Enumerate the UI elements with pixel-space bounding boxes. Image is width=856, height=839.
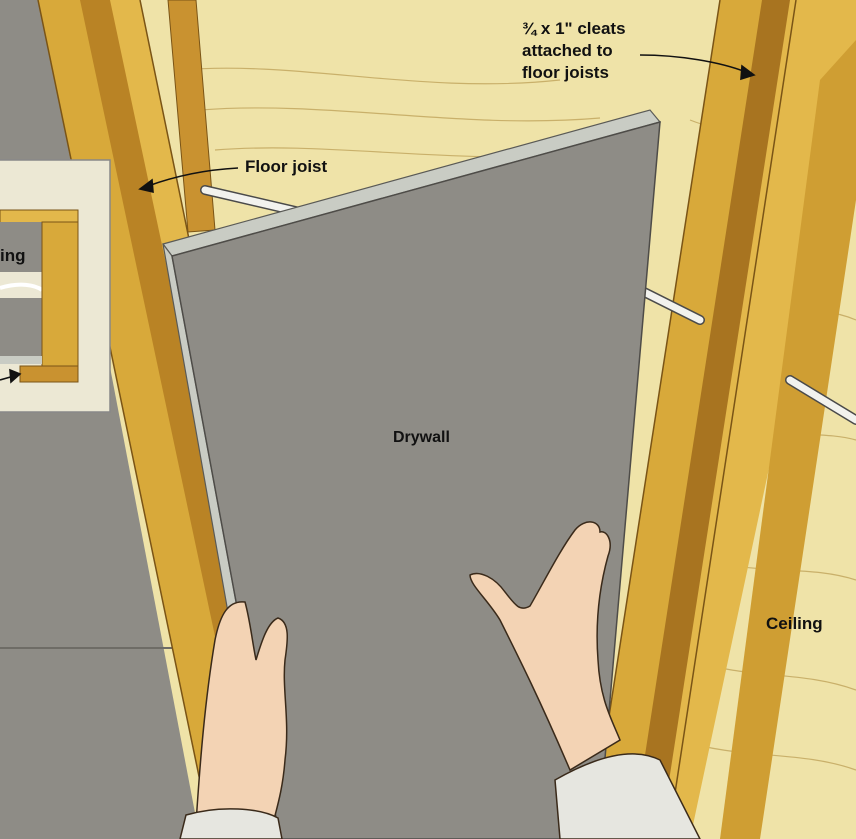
floor-joist-label: Floor joist [245,157,328,176]
inset-arrow [0,368,22,384]
leader-arrows [0,54,756,384]
floor-joist-right [589,0,856,839]
right-arm-sleeve [554,753,701,839]
hands [179,521,701,839]
cleats-label-line-3: floor joists [522,63,609,82]
left-hand [194,601,289,839]
ceiling-label: Ceiling [766,614,823,633]
drywall-label: Drywall [393,429,450,446]
floor-joist-arrow [138,167,239,194]
cleats-arrow [639,54,756,81]
cleats-label: ¾ x 1" cleats attached to floor joists [522,18,626,84]
right-hand [469,521,621,772]
cleats-label-line-1: ¾ x 1" cleats [522,19,626,38]
inset-detail [0,159,111,413]
cleats-label-line-2: attached to [522,41,613,60]
inset-partial-label: ing [0,246,26,265]
left-arm-sleeve [179,808,283,839]
